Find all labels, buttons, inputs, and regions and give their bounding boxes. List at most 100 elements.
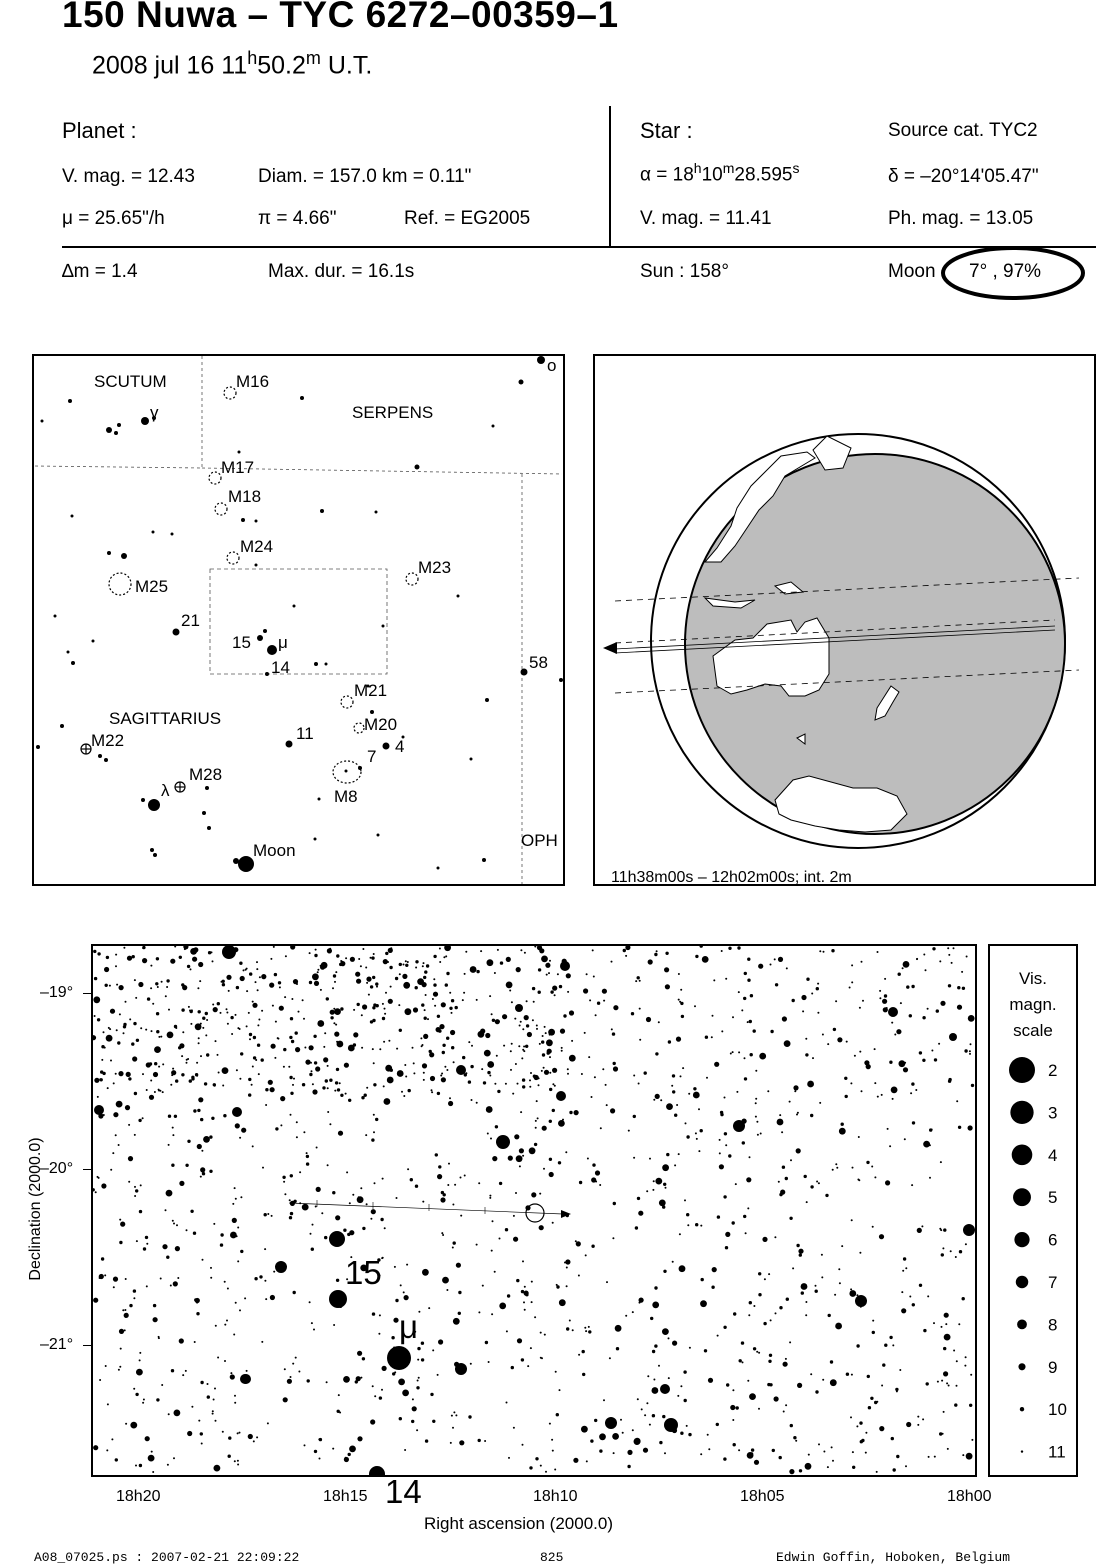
field-star [457, 1311, 461, 1315]
field-star [437, 1174, 443, 1180]
field-star [185, 1163, 189, 1167]
field-star [837, 1037, 843, 1043]
field-star [131, 955, 135, 959]
field-star [256, 968, 259, 971]
field-star [332, 1191, 336, 1195]
field-star [103, 1046, 106, 1049]
page-title: 150 Nuwa – TYC 6272–00359–1 [62, 0, 619, 35]
field-star [832, 1459, 834, 1462]
field-star [415, 960, 419, 964]
field-star [115, 965, 117, 968]
field-star [768, 1353, 773, 1357]
field-star [625, 954, 628, 957]
field-star [548, 1119, 552, 1123]
field-star [290, 946, 296, 950]
field-star [198, 961, 204, 968]
field-star [556, 973, 559, 976]
field-star [732, 1016, 734, 1019]
field-star [156, 1030, 160, 1034]
field-star [256, 989, 259, 992]
field-star [773, 1396, 779, 1402]
field-star [378, 1274, 381, 1277]
field-star [961, 1297, 965, 1301]
field-star [429, 1053, 432, 1055]
field-star [969, 1052, 971, 1055]
field-star [120, 1221, 126, 1227]
field-star [343, 1376, 350, 1383]
field-star [378, 1314, 381, 1317]
field-star [378, 1332, 381, 1335]
field-star [728, 946, 732, 950]
field-star [750, 1448, 755, 1452]
mag-label-6: 6 [1048, 1231, 1057, 1250]
field-star [947, 984, 952, 988]
field-star [263, 1213, 267, 1217]
field-star [335, 971, 338, 974]
field-star [567, 1072, 569, 1075]
field-star [452, 1203, 455, 1206]
field-star [96, 1175, 99, 1178]
field-star [688, 1346, 691, 1349]
field-star [329, 1123, 332, 1126]
field-star [870, 1396, 874, 1400]
field-star [343, 1228, 347, 1232]
field-star [221, 1067, 229, 1074]
field-star [170, 958, 176, 964]
field-star [550, 990, 554, 994]
field-star [835, 1000, 838, 1003]
field-star [530, 1072, 532, 1074]
field-star [529, 1079, 531, 1082]
field-star [715, 1422, 719, 1427]
field-star [748, 1156, 751, 1159]
field-star [573, 1457, 579, 1463]
field-star [110, 1168, 113, 1171]
field-star [112, 1082, 115, 1085]
field-star [326, 1087, 329, 1090]
field-star [101, 1183, 107, 1189]
field-star [753, 1305, 756, 1307]
field-star [588, 1330, 592, 1334]
mag-label-3: 3 [1048, 1103, 1057, 1122]
field-star [545, 973, 548, 976]
field-star [446, 1289, 449, 1291]
field-star [206, 1019, 209, 1021]
field-star [135, 1240, 138, 1243]
field-star [700, 1224, 703, 1227]
field-star [132, 1289, 137, 1293]
field-star [534, 946, 537, 948]
field-star [851, 981, 854, 984]
field-star [99, 1379, 102, 1381]
field-star [234, 1197, 237, 1200]
field-star [235, 985, 240, 990]
field-star [822, 950, 825, 953]
field-star [901, 967, 904, 970]
field-star [200, 1442, 203, 1445]
field-star [889, 1145, 892, 1148]
field-star [224, 1360, 226, 1362]
field-star [160, 1035, 163, 1038]
field-star [221, 1430, 224, 1433]
field-star [411, 1046, 414, 1049]
field-star [565, 1266, 568, 1269]
field-star [167, 1114, 172, 1118]
field-star [312, 973, 319, 981]
svg-text:λ: λ [161, 781, 170, 800]
field-star [381, 1016, 386, 1021]
field-star [284, 1193, 287, 1196]
field-star [235, 1069, 238, 1072]
field-star [767, 1090, 770, 1093]
field-star [725, 1231, 731, 1237]
svg-text:11: 11 [296, 724, 314, 743]
field-star [802, 1010, 805, 1013]
field-star [856, 1344, 860, 1348]
field-star [678, 1265, 686, 1273]
field-star [142, 1401, 145, 1404]
field-star [532, 1000, 535, 1003]
field-star [923, 1140, 930, 1148]
field-star [162, 1063, 165, 1066]
field-star [513, 1236, 519, 1242]
field-star [672, 1340, 678, 1346]
field-star [520, 1289, 525, 1294]
field-star [805, 1301, 808, 1303]
field-star [274, 1020, 277, 1023]
